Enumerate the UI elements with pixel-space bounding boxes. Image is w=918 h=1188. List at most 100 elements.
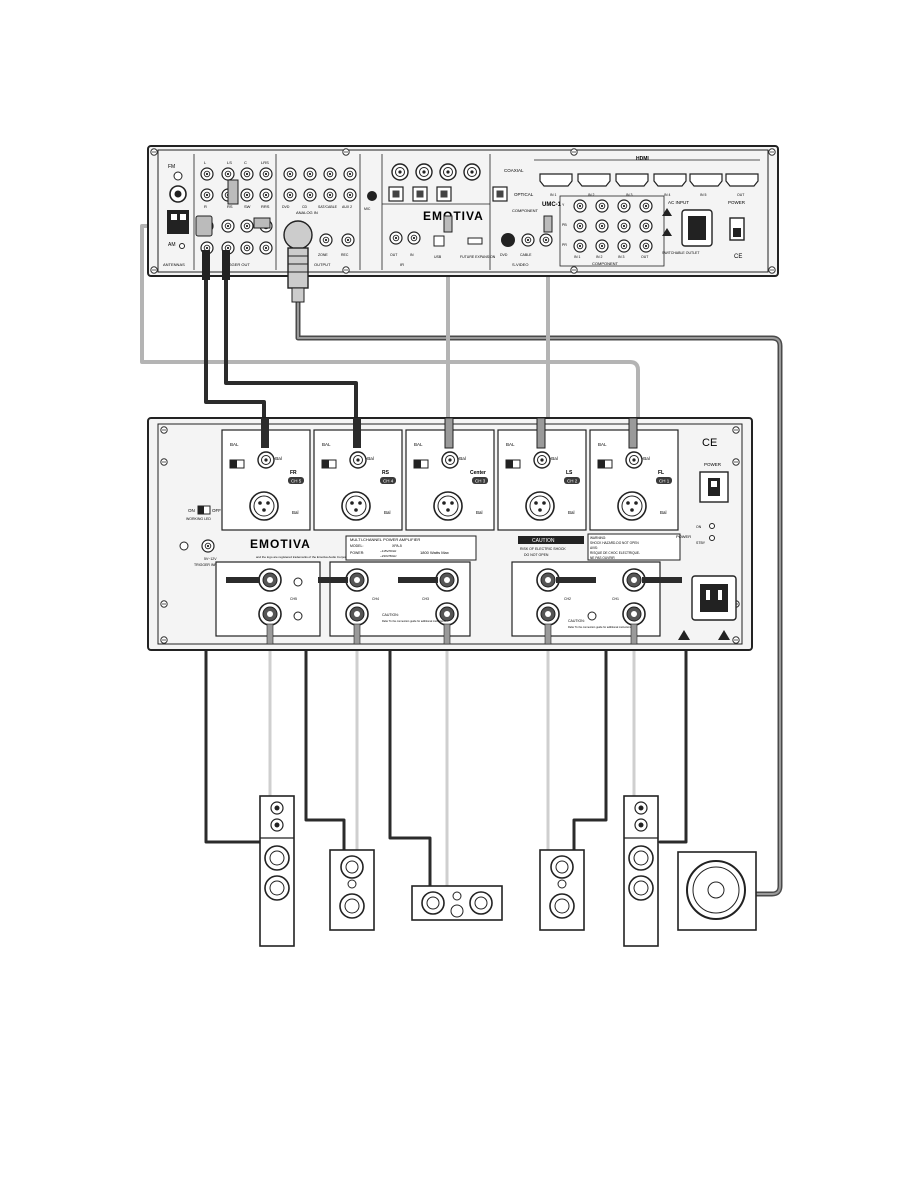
preout-rrs: RRS	[261, 204, 270, 209]
rear-right-cable	[224, 278, 358, 427]
front-right-cable	[204, 278, 266, 427]
processor-logo: EMOTIVA	[423, 209, 484, 223]
comp-out: OUT	[641, 255, 649, 259]
bal-label: BAL	[414, 442, 423, 447]
power-on-label: ON	[696, 525, 702, 529]
channel-name: FR	[290, 470, 297, 476]
warning-1: WARNING:	[590, 536, 606, 540]
hdmi-in3: IN 3	[626, 193, 632, 197]
analog-in-section: DVD CD SAT/CABLE AUX 2 ANALOG IN M/R ZON…	[282, 154, 377, 270]
video-section: COMPONENT DVD CABLE S-VIDEO	[489, 154, 553, 270]
on-label: ON	[188, 508, 195, 513]
bal-short: Bal	[660, 510, 667, 515]
channel-name: Center	[470, 470, 486, 476]
coaxial-label: COAXIAL	[504, 168, 524, 173]
subwoofer-speaker	[677, 851, 757, 931]
working-led-label: WORKING LED	[186, 517, 211, 521]
amp-ac-inlet	[678, 575, 737, 640]
caution-title: CAUTION	[532, 538, 555, 544]
output-zone: ZONE	[318, 253, 328, 257]
caution-text-2: DO NOT OPEN	[524, 553, 549, 557]
processor-model: UMC-1	[542, 202, 562, 208]
wattage: 1800 Watts Max	[420, 550, 449, 555]
amp-ce: CE	[702, 437, 717, 449]
hdmi-in1: IN 1	[550, 193, 556, 197]
right-surround-speaker	[329, 849, 375, 931]
warning-2: SHOCK HAZARD-DO NOT OPEN	[590, 541, 639, 545]
preout-ls: LS	[227, 160, 232, 165]
hdmi-in5: IN 5	[700, 193, 706, 197]
power-led-label: POWER	[676, 534, 691, 539]
amp-spec-plate: EMOTIVA and the logo are registered trad…	[250, 535, 477, 561]
off-label: OFF	[212, 508, 221, 513]
ac-input-label: AC INPUT	[668, 200, 689, 205]
power-spec-label: POWER:	[350, 551, 364, 555]
channel-badge: CH 2	[567, 479, 578, 484]
caution-small-2: CAUTION:	[568, 619, 585, 623]
comp-in2: IN 2	[596, 255, 602, 259]
trigger-input-label: TRIGGER INPUT	[194, 563, 222, 567]
processor-power-label: POWER	[728, 200, 746, 205]
warning-4: RISQUE DE CHOC ELECTRIQUE-	[590, 551, 640, 555]
preout-sw: SW	[244, 204, 251, 209]
caution-small-text-2: Refer To the connection guide for additi…	[568, 625, 633, 629]
bal-short: Bal	[476, 510, 483, 515]
processor-ce: CE	[734, 254, 742, 260]
warning-5: NE PAS OUVRIR	[590, 556, 615, 560]
front-left-tower-speaker	[623, 795, 659, 947]
antennas-label: ANTENNAS	[163, 262, 185, 267]
analog-dvd: DVD	[282, 205, 290, 209]
speaker-terminals: CH5 CH4 CH3 CH2 CH1 CAUTION: Refer To th…	[215, 561, 682, 645]
antenna-section: FM AM ANTENNAS	[163, 154, 195, 270]
channel-badge: CH 1	[659, 479, 670, 484]
preout-lrs: LRS	[261, 160, 269, 165]
comp-in3: IN 3	[618, 255, 624, 259]
caution-text-1: RISK OF ELECTRIC SHOCK	[520, 547, 566, 551]
model-value: XPA-5	[392, 544, 402, 548]
voltage-1: ~115V/60Hz	[380, 549, 397, 553]
spk-ch1: CH1	[612, 597, 619, 601]
channel-name: FL	[658, 470, 664, 476]
amp-logo: EMOTIVA	[250, 537, 311, 551]
front-right-tower-speaker	[259, 795, 295, 947]
processor-rear-panel: FM AM ANTENNAS L LS C LRS R RS SW RRS	[147, 145, 779, 303]
amp-power-section: CE POWER POWER ON STBY	[676, 437, 729, 545]
ac-section: AC INPUT POWER SWITCHABLE OUTLET CE	[662, 200, 746, 260]
hdmi-in4: IN 4	[664, 193, 670, 197]
svideo-dvd: DVD	[500, 253, 508, 257]
preout-section: L LS C LRS R RS SW RRS TRIGGER OUT	[200, 154, 277, 270]
fm-label: FM	[168, 164, 175, 170]
hdmi-out: OUT	[737, 193, 745, 197]
preout-l: L	[204, 160, 207, 165]
optical-label: OPTICAL	[514, 192, 534, 197]
component-section: Y PB PR IN 1 IN 2 IN 3 OUT COMPONENT	[559, 195, 665, 267]
ir-label: IR	[400, 262, 404, 267]
usb-label: USB	[434, 255, 442, 259]
hdmi-label: HDMI	[636, 156, 649, 162]
model-label: MODEL:	[350, 544, 363, 548]
spk-ch4: CH4	[372, 597, 379, 601]
analog-cd: CD	[302, 205, 308, 209]
ac-note: SWITCHABLE OUTLET	[662, 251, 700, 255]
comp-row-y: Y	[562, 203, 565, 207]
hdmi-section: HDMI IN 1 IN 2 IN 3 IN 4 IN 5 OUT UMC-1	[534, 156, 760, 208]
digital-audio-section: COAXIAL OPTICAL EMOTIVA USB FUTURE EXPAN…	[381, 154, 534, 270]
output-label: OUTPUT	[314, 262, 331, 267]
component-label: COMPONENT	[592, 261, 619, 266]
unbal-label: Un-Bal	[544, 456, 558, 461]
left-surround-speaker	[539, 849, 585, 931]
analog-in-label: ANALOG IN	[296, 210, 318, 215]
bal-label: BAL	[598, 442, 607, 447]
bal-label: BAL	[322, 442, 331, 447]
channel-badge: CH 3	[475, 479, 486, 484]
bal-short: Bal	[568, 510, 575, 515]
preout-r: R	[204, 204, 207, 209]
hdmi-in2: IN 2	[588, 193, 594, 197]
svideo-label: S-VIDEO	[512, 262, 528, 267]
trigger-out-label: TRIGGER OUT	[222, 262, 250, 267]
input-module-ch2: BAL Un-Bal LS CH 2 Bal	[497, 429, 587, 531]
preout-rs: RS	[227, 204, 233, 209]
speakers	[259, 795, 757, 947]
unbal-label: Un-Bal	[360, 456, 374, 461]
